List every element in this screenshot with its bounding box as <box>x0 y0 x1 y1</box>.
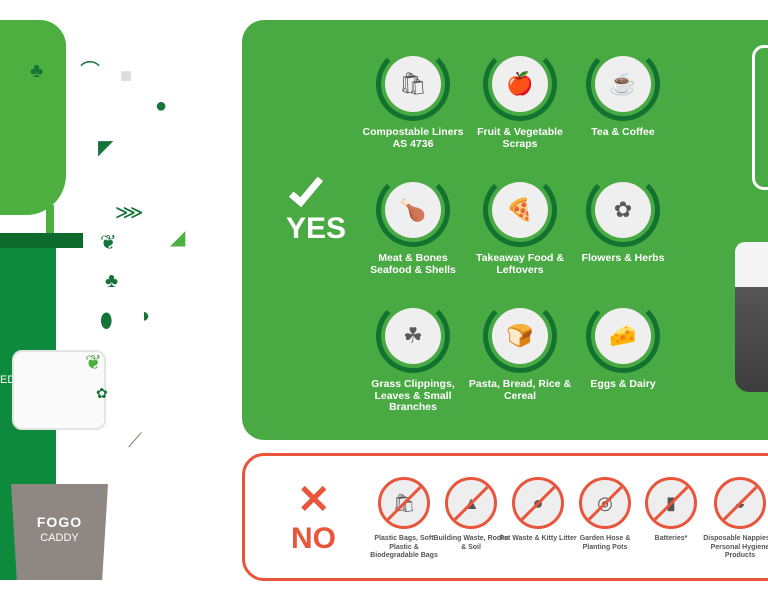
yes-item-label: Pasta, Bread, Rice & Cereal <box>468 378 572 402</box>
yes-item-circle: 🍕 <box>483 173 557 247</box>
yes-item-circle: 🍎 <box>483 47 557 121</box>
pizza-slice-icon: ◤ <box>98 137 114 159</box>
bin-rim <box>0 233 83 248</box>
fruit-scraps-icon: 🍎 <box>492 56 548 112</box>
chicken-leg-icon: ◗ <box>140 305 153 327</box>
yes-heading: YES <box>286 212 347 245</box>
broccoli-icon: ♣ <box>30 60 44 82</box>
plastic-bag-icon: 🛍 <box>378 477 430 529</box>
fish-bone-icon: ⋙ <box>115 202 144 224</box>
no-heading: NO <box>291 522 336 555</box>
pizza-icon: 🍕 <box>492 182 548 238</box>
yes-item-circle: 🍞 <box>483 299 557 373</box>
yes-item-label: Takeaway Food & Leftovers <box>476 252 564 276</box>
tomato-icon: ● <box>155 95 168 117</box>
leaf-icon: ❦ <box>100 232 117 254</box>
flower-icon: ✿ <box>96 385 108 401</box>
yes-item-circle: ✿ <box>586 173 660 247</box>
nappy-icon: ◒ <box>714 477 766 529</box>
meat-fish-icon: 🍗 <box>385 182 441 238</box>
yes-item-circle: 🧀 <box>586 299 660 373</box>
yes-item-circle: 🛍 <box>376 47 450 121</box>
no-item-label: Pet Waste & Kitty Litter <box>499 535 577 542</box>
yes-item-circle: ☘ <box>376 299 450 373</box>
yes-item-label: Eggs & Dairy <box>590 378 656 390</box>
yes-item-label: Tea & Coffee <box>591 126 655 138</box>
rubble-icon: ▲ <box>445 477 497 529</box>
no-item-label: Garden Hose & Planting Pots <box>579 535 631 551</box>
tea-coffee-icon: ☕ <box>595 56 651 112</box>
pet-waste-icon: ● <box>512 477 564 529</box>
eggplant-icon: ⬮ <box>100 310 113 332</box>
yes-item-label: Fruit & Vegetable Scraps <box>477 126 563 150</box>
battery-icon: ▮ <box>645 477 697 529</box>
caddy-label: CADDY <box>40 532 79 544</box>
broccoli-icon: ♣ <box>105 270 119 292</box>
no-item-label: Disposable Nappies & Personal Hygiene Pr… <box>703 535 768 559</box>
no-item-label: Plastic Bags, Soft Plastic & Biodegradab… <box>370 535 438 559</box>
cheese-icon: ◢ <box>170 227 186 249</box>
bin-lid <box>0 20 66 215</box>
no-item-label: Building Waste, Rocks & Soil <box>433 535 509 551</box>
branch-icon: ⟋ <box>128 430 142 452</box>
grass-icon: ☘ <box>385 308 441 364</box>
caddy-photo-frame <box>752 45 768 190</box>
cross-icon: ✕ <box>297 478 331 522</box>
caddy-lid <box>12 350 106 430</box>
bread-icon: 🍞 <box>492 308 548 364</box>
caddy-bucket: FOGO CADDY <box>11 484 108 580</box>
leaf-icon: ❦ <box>85 352 102 374</box>
caddy-photo <box>735 242 768 392</box>
hose-icon: ◎ <box>579 477 631 529</box>
bin-lid-tab <box>46 205 54 237</box>
yes-item-label: Flowers & Herbs <box>581 252 665 264</box>
yes-item-label: Compostable Liners AS 4736 <box>362 126 464 150</box>
yes-item-circle: ☕ <box>586 47 660 121</box>
bin-label: ED <box>0 374 16 386</box>
bread-slice-icon: ■ <box>120 65 133 87</box>
yes-item-label: Meat & Bones Seafood & Shells <box>370 252 456 276</box>
yes-item-circle: 🍗 <box>376 173 450 247</box>
eggs-cheese-icon: 🧀 <box>595 308 651 364</box>
flowers-icon: ✿ <box>595 182 651 238</box>
yes-item-label: Grass Clippings, Leaves & Small Branches <box>371 378 455 413</box>
banana-icon: ⌒ <box>80 61 100 83</box>
compostable-bag-icon: 🛍 <box>385 56 441 112</box>
caddy-brand: FOGO <box>36 514 83 530</box>
no-item-label: Batteries* <box>654 535 688 542</box>
